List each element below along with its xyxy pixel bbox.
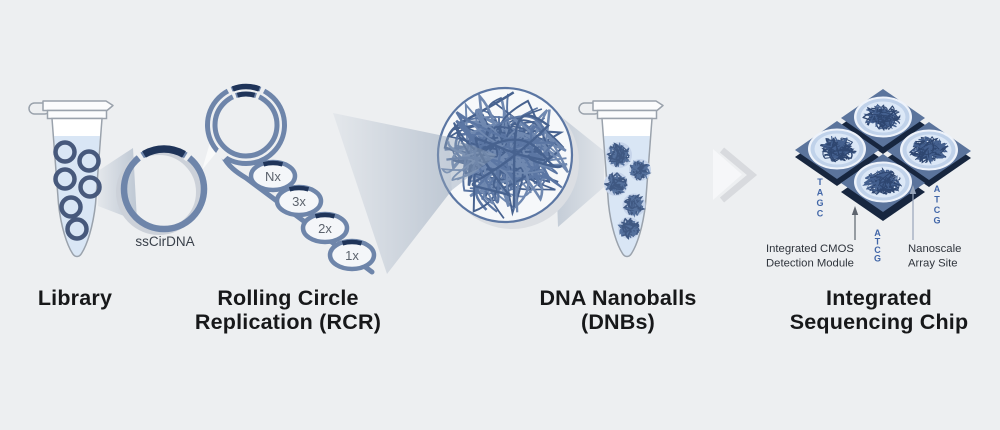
chip-letter: G: [816, 198, 823, 208]
sscirdna-circle: [116, 145, 208, 235]
zoom-beam-rcr-dnb-tip: [449, 137, 497, 190]
rcr-cycle-2x: 2x: [300, 211, 350, 245]
chip-letter: A: [874, 228, 881, 238]
rcr-cycle-label: Nx: [265, 169, 281, 184]
chip-array-sites: [808, 96, 958, 203]
stage-caption-library: Library: [38, 286, 112, 310]
stage-caption-chip-line1: Integrated: [826, 286, 932, 310]
sscirdna-label: ssCirDNA: [135, 234, 194, 249]
chip-letter-col-right: A T C G: [933, 184, 940, 226]
chip-site: [854, 96, 912, 138]
chip-letter: A: [817, 188, 824, 198]
arrow-chevron-icon: [713, 147, 758, 203]
array-callout-line2: Array Site: [908, 258, 958, 270]
cmos-callout-arrow: [851, 206, 859, 240]
chip-site: [854, 161, 912, 203]
stage-caption-chip-line2: Sequencing Chip: [790, 310, 969, 334]
stage-caption-rcr-line1: Rolling Circle: [217, 286, 358, 310]
dnb-tube: [578, 100, 664, 258]
chip-letter: G: [874, 254, 881, 264]
rcr-template-circle: [205, 83, 375, 275]
library-dna-rings: [53, 140, 102, 241]
chip-letter: C: [817, 209, 824, 219]
rcr-cycle-label: 3x: [292, 194, 306, 209]
chip-letter: T: [817, 177, 823, 187]
array-callout-line: [909, 185, 917, 240]
chip-site: [900, 129, 958, 171]
rcr-cycle-3x: 3x: [274, 184, 324, 218]
chip-letter-col-bottom: A T C G: [874, 228, 881, 264]
zoom-beam-rcr-dnb: [333, 113, 452, 274]
chip-letter: C: [934, 205, 941, 215]
rcr-cycle-label: 1x: [345, 248, 359, 263]
cmos-callout-line2: Detection Module: [766, 258, 854, 270]
library-tube: [28, 100, 114, 258]
chip-letter: A: [934, 184, 941, 194]
array-callout-line1: Nanoscale: [908, 243, 961, 255]
chip-letter: C: [874, 245, 881, 255]
chip-letter: G: [933, 216, 940, 226]
chip-letter-col-left: T A G C: [816, 177, 823, 219]
cmos-callout-line1: Integrated CMOS: [766, 243, 854, 255]
chip-letter: T: [934, 195, 940, 205]
dnb-nanoballs: [604, 142, 652, 240]
rcr-cycle-1x: 1x: [327, 238, 377, 272]
chip-site: [808, 128, 866, 170]
rcr-cycle-ellipses: Nx 3x 2x 1x: [248, 159, 377, 272]
chip-letter: T: [875, 237, 881, 247]
stage-caption-rcr-line2: Replication (RCR): [195, 310, 381, 334]
stage-caption-dnb-line1: DNA Nanoballs: [539, 286, 696, 310]
stage-caption-dnb-line2: (DNBs): [581, 310, 655, 334]
rcr-cycle-nx: Nx: [248, 159, 298, 193]
rcr-cycle-label: 2x: [318, 221, 332, 236]
sequencing-chip: T A G C A T C G A T C G Integrated CMOS …: [766, 89, 971, 270]
